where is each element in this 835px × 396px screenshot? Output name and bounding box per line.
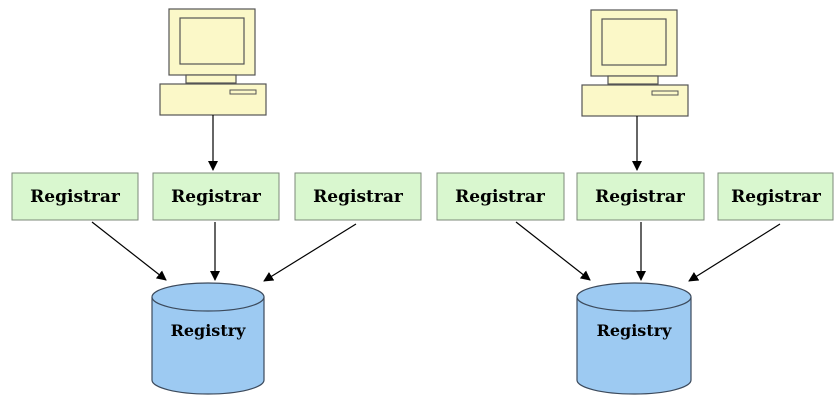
arrow-registrar-to-registry [688,223,781,282]
arrow-registrar-to-registry [515,221,591,281]
registrar-label: Registrar [171,187,262,207]
diagram-right: Registrar Registrar Registrar Registry [436,9,834,395]
computer-icon [581,9,689,117]
registry-label: Registry [171,321,247,340]
drive-slot [651,90,679,96]
computer-icon [159,8,267,116]
registry-label: Registry [597,321,673,340]
monitor-stand [185,74,237,84]
registrar-label: Registrar [455,187,546,207]
registrar-label: Registrar [595,187,686,207]
computer-base [581,84,689,117]
monitor-stand [607,75,659,85]
drive-slot [229,89,257,95]
registrar-box-2: Registrar [576,172,705,221]
registrar-box-1: Registrar [436,172,565,221]
registrar-box-3: Registrar [717,172,834,221]
registrar-label: Registrar [731,187,822,207]
computer-base [159,83,267,116]
registrar-label: Registrar [30,187,121,207]
registrar-box-3: Registrar [294,172,422,221]
registry-cylinder: Registry [576,282,692,395]
registrar-box-1: Registrar [11,172,139,221]
diagram-left: Registrar Registrar Registrar Registry [11,8,422,395]
monitor-screen [601,18,667,66]
arrow-registrar-to-registry [263,223,357,282]
monitor-screen [179,17,245,65]
registrar-label: Registrar [313,187,404,207]
registrar-box-2: Registrar [152,172,280,221]
registry-cylinder: Registry [151,282,265,395]
arrow-registrar-to-registry [91,221,167,281]
